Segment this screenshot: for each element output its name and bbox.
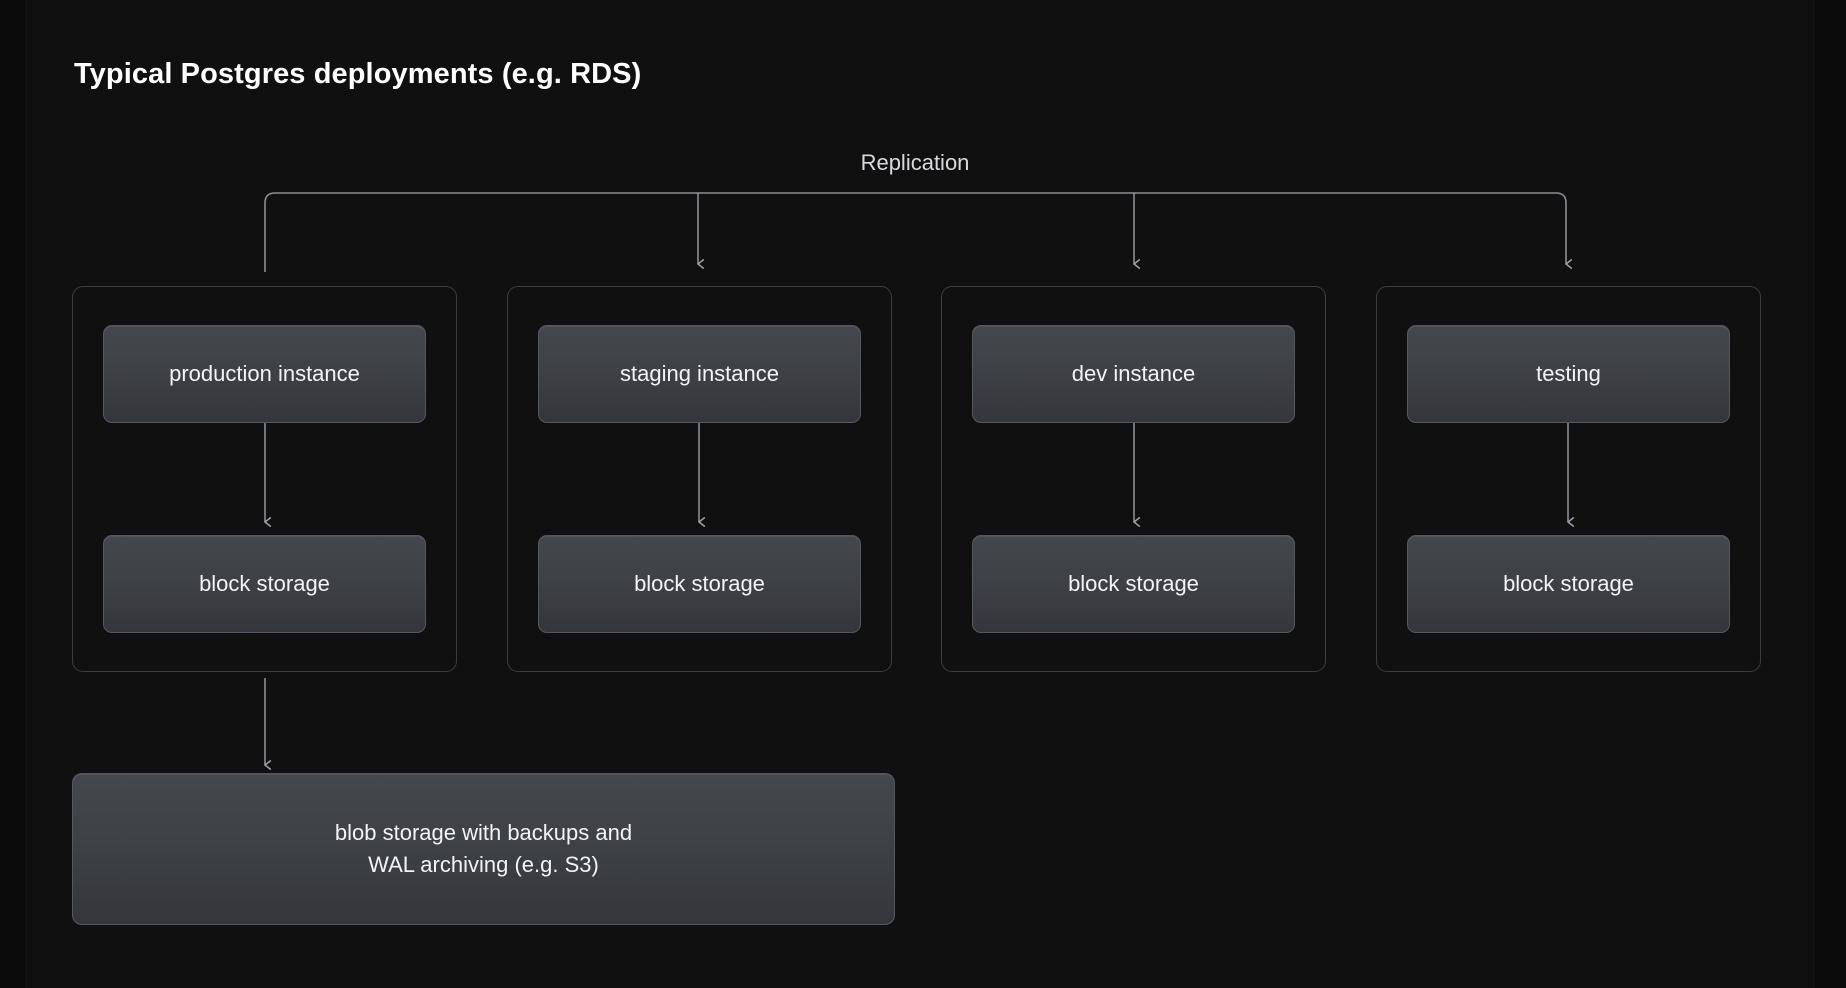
- node-dev-block-storage[interactable]: block storage: [972, 535, 1295, 633]
- group-staging: staging instance block storage: [507, 286, 892, 672]
- node-label: production instance: [169, 361, 360, 387]
- node-production-block-storage[interactable]: block storage: [103, 535, 426, 633]
- node-label: block storage: [634, 571, 765, 597]
- node-production-instance[interactable]: production instance: [103, 325, 426, 423]
- node-dev-instance[interactable]: dev instance: [972, 325, 1295, 423]
- page-title: Typical Postgres deployments (e.g. RDS): [74, 58, 642, 90]
- node-label: testing: [1536, 361, 1601, 387]
- node-staging-block-storage[interactable]: block storage: [538, 535, 861, 633]
- node-testing-instance[interactable]: testing: [1407, 325, 1730, 423]
- group-testing: testing block storage: [1376, 286, 1761, 672]
- node-label: block storage: [1068, 571, 1199, 597]
- node-testing-block-storage[interactable]: block storage: [1407, 535, 1730, 633]
- blob-storage-line-1: blob storage with backups and: [334, 820, 633, 846]
- group-dev: dev instance block storage: [941, 286, 1326, 672]
- blob-storage-line-2: WAL archiving (e.g. S3): [368, 852, 599, 877]
- node-label: dev instance: [1071, 361, 1196, 387]
- node-blob-storage[interactable]: blob storage with backups and WAL archiv…: [72, 773, 895, 925]
- node-staging-instance[interactable]: staging instance: [538, 325, 861, 423]
- node-label: block storage: [1503, 571, 1634, 597]
- node-label: block storage: [199, 571, 330, 597]
- group-production: production instance block storage: [72, 286, 457, 672]
- node-label: staging instance: [620, 361, 779, 387]
- blob-storage-text: blob storage with backups and WAL archiv…: [335, 817, 632, 881]
